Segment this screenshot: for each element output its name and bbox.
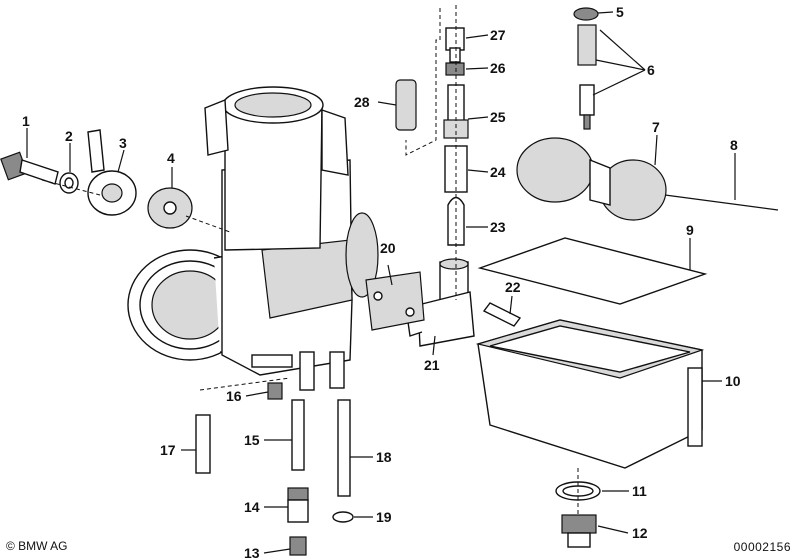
copyright-text: © BMW AG [6,539,68,553]
part-label-9[interactable]: 9 [686,222,694,238]
part-label-13[interactable]: 13 [244,545,260,559]
part-17-tube[interactable] [195,414,211,474]
part-20-gasket[interactable] [365,271,425,331]
part-4-filter[interactable] [147,187,193,229]
part-label-7[interactable]: 7 [652,119,660,135]
part-label-12[interactable]: 12 [632,525,648,541]
part-22-screw[interactable] [482,302,522,327]
part-6-needle-valve[interactable] [577,24,597,130]
part-28-filter[interactable] [395,79,417,131]
part-label-25[interactable]: 25 [490,109,506,125]
part-label-8[interactable]: 8 [730,137,738,153]
part-label-28[interactable]: 28 [354,94,370,110]
part-2-washer[interactable] [59,172,79,194]
part-label-1[interactable]: 1 [22,113,30,129]
part-label-21[interactable]: 21 [424,357,440,373]
part-label-4[interactable]: 4 [167,150,175,166]
part-label-15[interactable]: 15 [244,432,260,448]
part-label-6[interactable]: 6 [647,62,655,78]
part-labels: 1 2 3 4 5 6 7 8 9 10 11 12 13 14 15 16 1… [22,4,741,559]
part-26-nut[interactable] [445,62,465,76]
part-label-27[interactable]: 27 [490,27,506,43]
carburetor-body [127,86,379,391]
part-13-jet[interactable] [289,536,307,556]
part-label-19[interactable]: 19 [376,509,392,525]
part-label-5[interactable]: 5 [616,4,624,20]
part-label-18[interactable]: 18 [376,449,392,465]
part-3-fitting[interactable] [87,129,137,216]
part-8-float-pin[interactable] [664,194,779,211]
part-9-bowl-gasket[interactable] [477,237,708,305]
part-label-3[interactable]: 3 [119,135,127,151]
leader-lines [26,11,736,554]
part-label-16[interactable]: 16 [226,388,242,404]
part-label-22[interactable]: 22 [505,279,521,295]
part-1-screw[interactable] [0,151,59,185]
part-label-2[interactable]: 2 [65,128,73,144]
part-10-float-bowl[interactable] [475,319,705,469]
part-21-float-bowl-fitting[interactable] [407,258,475,347]
part-label-17[interactable]: 17 [160,442,176,458]
part-23-float-needle[interactable] [447,196,465,246]
part-18-jet-tube[interactable] [337,399,351,497]
part-19-o-ring[interactable] [332,511,354,523]
part-16-jet[interactable] [267,382,283,400]
part-14-main-jet[interactable] [287,487,309,523]
part-label-11[interactable]: 11 [632,483,647,499]
part-12-drain-plug[interactable] [561,514,597,548]
part-27-screw[interactable] [445,27,465,63]
part-15-needle-jet[interactable] [291,399,305,471]
part-5-clip[interactable] [573,7,599,21]
part-label-14[interactable]: 14 [244,499,260,515]
drawing-number: 00002156 [733,540,791,554]
part-7-float[interactable] [516,137,667,221]
part-label-26[interactable]: 26 [490,60,506,76]
part-label-10[interactable]: 10 [725,373,741,389]
part-label-23[interactable]: 23 [490,219,506,235]
part-label-20[interactable]: 20 [380,240,396,256]
part-label-24[interactable]: 24 [490,164,506,180]
